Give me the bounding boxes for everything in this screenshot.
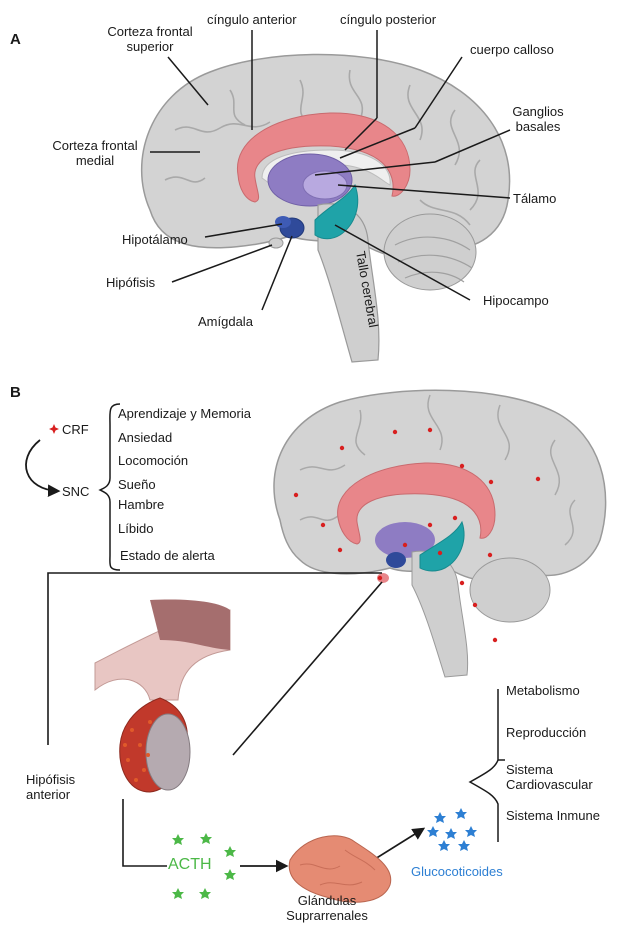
gluco-arrow (375, 829, 423, 859)
label-snc: SNC (62, 484, 89, 499)
label-glucocorticoides: Glucocoticoides (411, 864, 503, 879)
label-cingulo-posterior: cíngulo posterior (340, 12, 436, 27)
snc-effect: Aprendizaje y Memoria (118, 406, 251, 421)
panel-b-letter: B (10, 384, 21, 401)
label-cuerpo-calloso: cuerpo calloso (470, 42, 554, 57)
hypothalamus-a (275, 216, 291, 228)
glucocorticoid-stars-icon (427, 808, 477, 851)
label-hipofisis-anterior: Hipófisis anterior (26, 772, 75, 802)
snc-effects-bracket (100, 404, 120, 570)
crf-snc-arrow (26, 440, 58, 491)
brain-b (274, 390, 606, 677)
label-talamo: Tálamo (513, 191, 556, 206)
gc-effect: Sistema Inmune (506, 808, 600, 823)
snc-effect: Hambre (118, 497, 164, 512)
cerebellum-b (470, 558, 550, 622)
snc-effect: Estado de alerta (120, 548, 215, 563)
gc-effect: Sistema (506, 762, 553, 777)
gc-effects-bracket (470, 689, 498, 842)
label-acth: ACTH (168, 857, 212, 872)
label-amigdala: Amígdala (198, 314, 253, 329)
label-ganglios-basales: Ganglios basales (499, 104, 577, 134)
snc-effect: Ansiedad (118, 430, 172, 445)
snc-effect: Locomoción (118, 453, 188, 468)
label-corteza-frontal-superior: Corteza frontal superior (95, 24, 205, 54)
panel-a-letter: A (10, 31, 21, 48)
label-cingulo-anterior: cíngulo anterior (207, 12, 297, 27)
gc-effect: Metabolismo (506, 683, 580, 698)
amygdala-b (386, 552, 406, 568)
brain-a (142, 54, 510, 362)
label-corteza-frontal-medial: Corteza frontal medial (40, 138, 150, 168)
pituitary-illustration (95, 599, 230, 792)
label-crf: CRF (62, 422, 89, 437)
snc-effect: Sueño (118, 477, 156, 492)
label-hipofisis: Hipófisis (106, 275, 155, 290)
label-glandulas-suprarrenales: Glándulas Suprarrenales (272, 893, 382, 923)
gc-effect: Cardiovascular (506, 777, 593, 792)
pituitary-a (269, 238, 283, 248)
gc-effect: Reproducción (506, 725, 586, 740)
snc-effect: Líbido (118, 521, 153, 536)
label-hipotalamo: Hipotálamo (122, 232, 188, 247)
label-hipocampo: Hipocampo (483, 293, 549, 308)
crf-star-icon (49, 424, 59, 434)
